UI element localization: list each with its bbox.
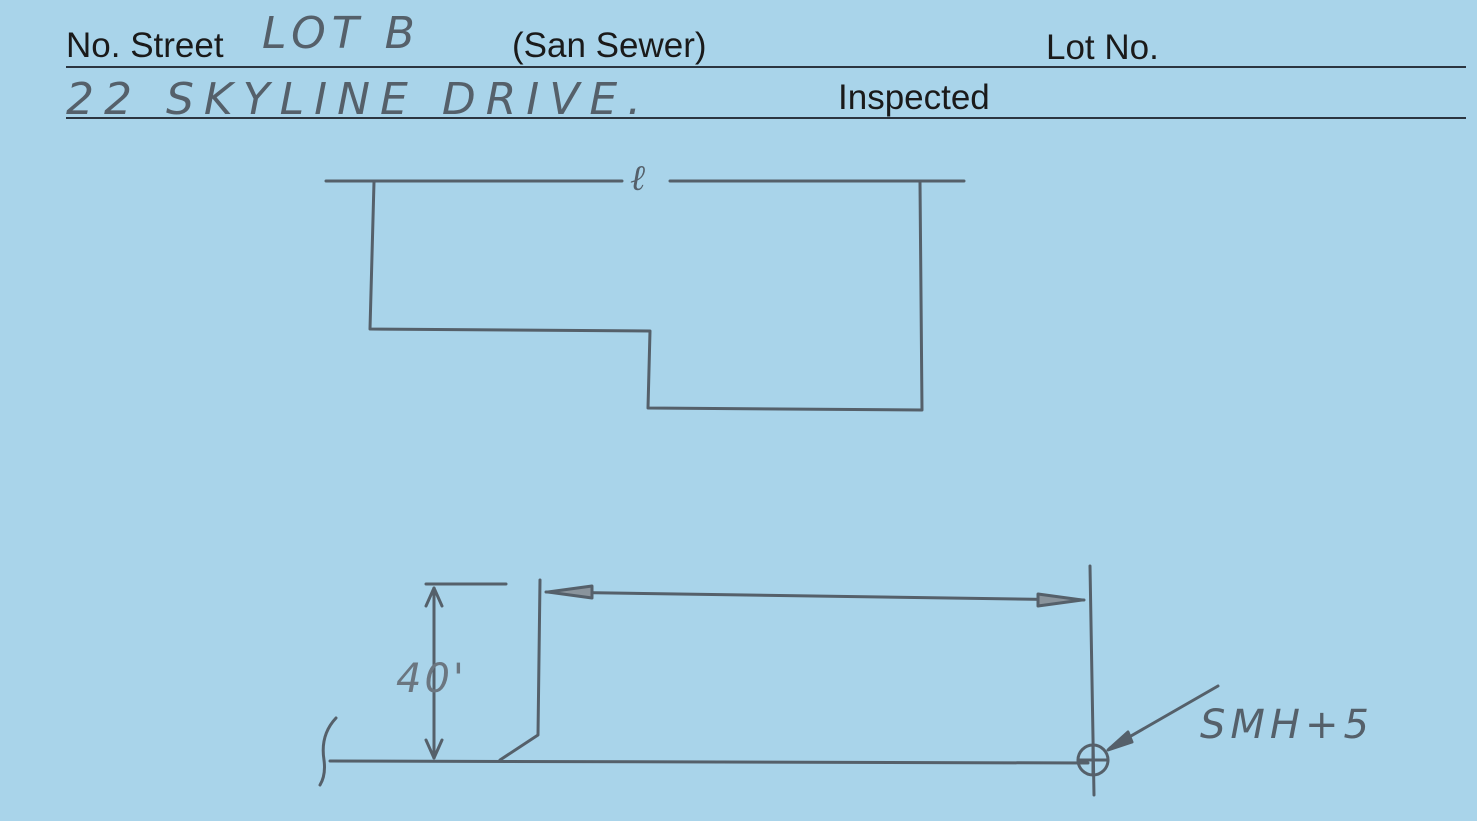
inspected-label: Inspected [838,78,990,117]
dim-arrow-up [424,586,444,608]
manhole-cross [1076,743,1110,777]
house-outline-mark: ℓ [630,158,645,199]
building-face-line [498,578,542,762]
dim-arrow-down [424,738,444,760]
handwritten-lot: LOT B [262,8,421,59]
distance-line [544,590,1086,602]
no-street-label: No. Street [66,26,224,65]
distance-arrow-right [1036,592,1084,608]
house-outline [368,180,924,412]
dimension-label-40: 40' [396,656,467,702]
manhole-leader-arrow [1106,730,1134,752]
lot-no-label: Lot No. [1046,28,1159,67]
header-rule-bottom [66,117,1466,119]
front-line [328,759,1090,765]
distance-arrow-left [546,584,594,600]
header-rule-top [66,66,1466,68]
left-break-mark [318,716,338,787]
handwritten-address: 22 SKYLINE DRIVE. [66,74,652,125]
san-sewer-label: (San Sewer) [512,26,707,65]
manhole-label: SMH+5 [1200,702,1374,748]
